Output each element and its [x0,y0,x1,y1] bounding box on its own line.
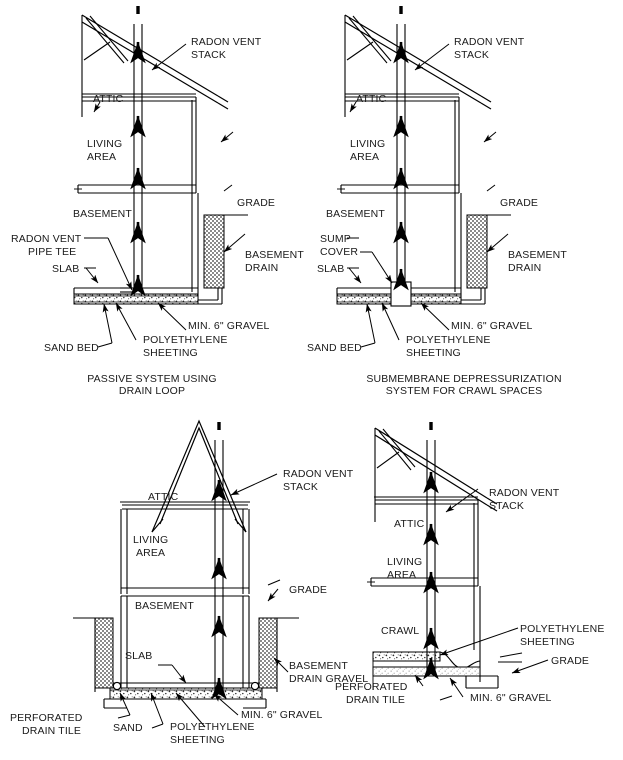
svg-text:STACK: STACK [454,49,489,61]
label-living-area: LIVING [87,138,122,150]
panel-passive-drain-loop [73,6,248,348]
svg-text:DRAIN GRAVEL: DRAIN GRAVEL [289,673,368,685]
svg-text:STACK: STACK [283,481,318,493]
label-living-area-2: LIVING [350,138,385,150]
svg-text:SHEETING: SHEETING [406,347,461,359]
svg-text:SHEETING: SHEETING [143,347,198,359]
label-attic-2: ATTIC [356,93,387,105]
label-radon-vent-stack-3: RADON VENT [283,468,354,480]
label-slab: SLAB [52,263,79,275]
svg-text:STACK: STACK [489,500,524,512]
label-radon-vent-stack: RADON VENT [191,36,262,48]
label-polyethylene-sheeting-3: POLYETHYLENE [170,721,254,733]
label-perforated-drain-tile: PERFORATED [10,712,83,724]
svg-text:STACK: STACK [191,49,226,61]
label-attic: ATTIC [93,93,124,105]
label-basement-drain-2: BASEMENT [508,249,567,261]
label-min-gravel-3: MIN. 6" GRAVEL [241,709,323,721]
label-grade: GRADE [237,197,275,209]
panel-submembrane-crawl [336,6,511,348]
svg-text:AREA: AREA [136,547,165,559]
label-polyethylene-sheeting-4: POLYETHYLENE [520,623,604,635]
label-radon-vent-stack-2: RADON VENT [454,36,525,48]
label-min-gravel-4: MIN. 6" GRAVEL [470,692,552,704]
label-radon-vent-pipe-tee: RADON VENT [11,233,82,245]
svg-text:COVER: COVER [320,246,358,258]
svg-text:DRAIN: DRAIN [245,262,278,274]
svg-text:DRAIN LOOP: DRAIN LOOP [119,385,185,397]
label-sand-bed-2: SAND BED [307,342,362,354]
label-polyethylene-sheeting-2: POLYETHYLENE [406,334,490,346]
svg-text:SYSTEM FOR CRAWL SPACES: SYSTEM FOR CRAWL SPACES [386,385,543,397]
label-slab-3: SLAB [125,650,152,662]
label-crawl: CRAWL [381,625,419,637]
label-min-gravel: MIN. 6" GRAVEL [188,320,270,332]
label-attic-3: ATTIC [148,491,179,503]
label-grade-4: GRADE [551,655,589,667]
caption-panel-1: PASSIVE SYSTEM USING [87,373,216,385]
label-grade-2: GRADE [500,197,538,209]
label-basement-2: BASEMENT [326,208,385,220]
svg-text:AREA: AREA [87,151,116,163]
svg-text:PIPE TEE: PIPE TEE [28,246,76,258]
svg-text:AREA: AREA [350,151,379,163]
label-radon-vent-stack-4: RADON VENT [489,487,560,499]
svg-text:DRAIN: DRAIN [508,262,541,274]
label-slab-2: SLAB [317,263,344,275]
label-basement: BASEMENT [73,208,132,220]
svg-text:AREA: AREA [387,569,416,581]
svg-text:DRAIN TILE: DRAIN TILE [346,694,405,706]
label-polyethylene-sheeting: POLYETHYLENE [143,334,227,346]
svg-text:SHEETING: SHEETING [170,734,225,746]
label-grade-3: GRADE [289,584,327,596]
svg-text:DRAIN TILE: DRAIN TILE [22,725,81,737]
label-min-gravel-2: MIN. 6" GRAVEL [451,320,533,332]
label-basement-3: BASEMENT [135,600,194,612]
label-basement-drain-gravel: BASEMENT [289,660,348,672]
label-sand-bed: SAND BED [44,342,99,354]
panel-full-basement-drain-tile [73,419,299,729]
svg-text:SHEETING: SHEETING [520,636,575,648]
label-living-area-3: LIVING [133,534,168,546]
label-sump-cover: SUMP [320,233,351,245]
panel-crawl-space-membrane [367,422,549,701]
label-basement-drain: BASEMENT [245,249,304,261]
caption-panel-2: SUBMEMBRANE DEPRESSURIZATION [366,373,561,385]
label-attic-4: ATTIC [394,518,425,530]
label-perforated-drain-tile-2: PERFORATED [335,681,408,693]
label-sand: SAND [113,722,143,734]
label-living-area-4: LIVING [387,556,422,568]
